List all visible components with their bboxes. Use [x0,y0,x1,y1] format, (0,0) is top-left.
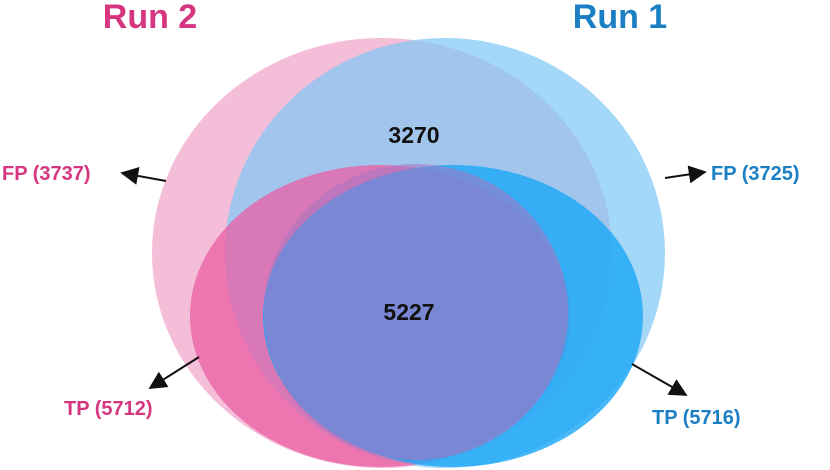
run1-title: Run 1 [573,0,667,36]
run1-tp-label: TP (5716) [652,407,741,429]
run1-fp-arrow [664,165,707,184]
run2-tp-label: TP (5712) [64,398,153,420]
tp-overlap-count: 5227 [383,299,434,325]
run2-title: Run 2 [103,0,197,36]
run1-fp-label: FP (3725) [711,163,800,185]
tp-overlap-region [264,164,568,460]
run2-fp-label: FP (3737) [2,163,91,185]
run1-tp-arrow [631,363,688,396]
run2-tp-arrow [148,356,200,389]
run2-fp-arrow [120,167,167,185]
fp-overlap-count: 3270 [388,122,439,148]
